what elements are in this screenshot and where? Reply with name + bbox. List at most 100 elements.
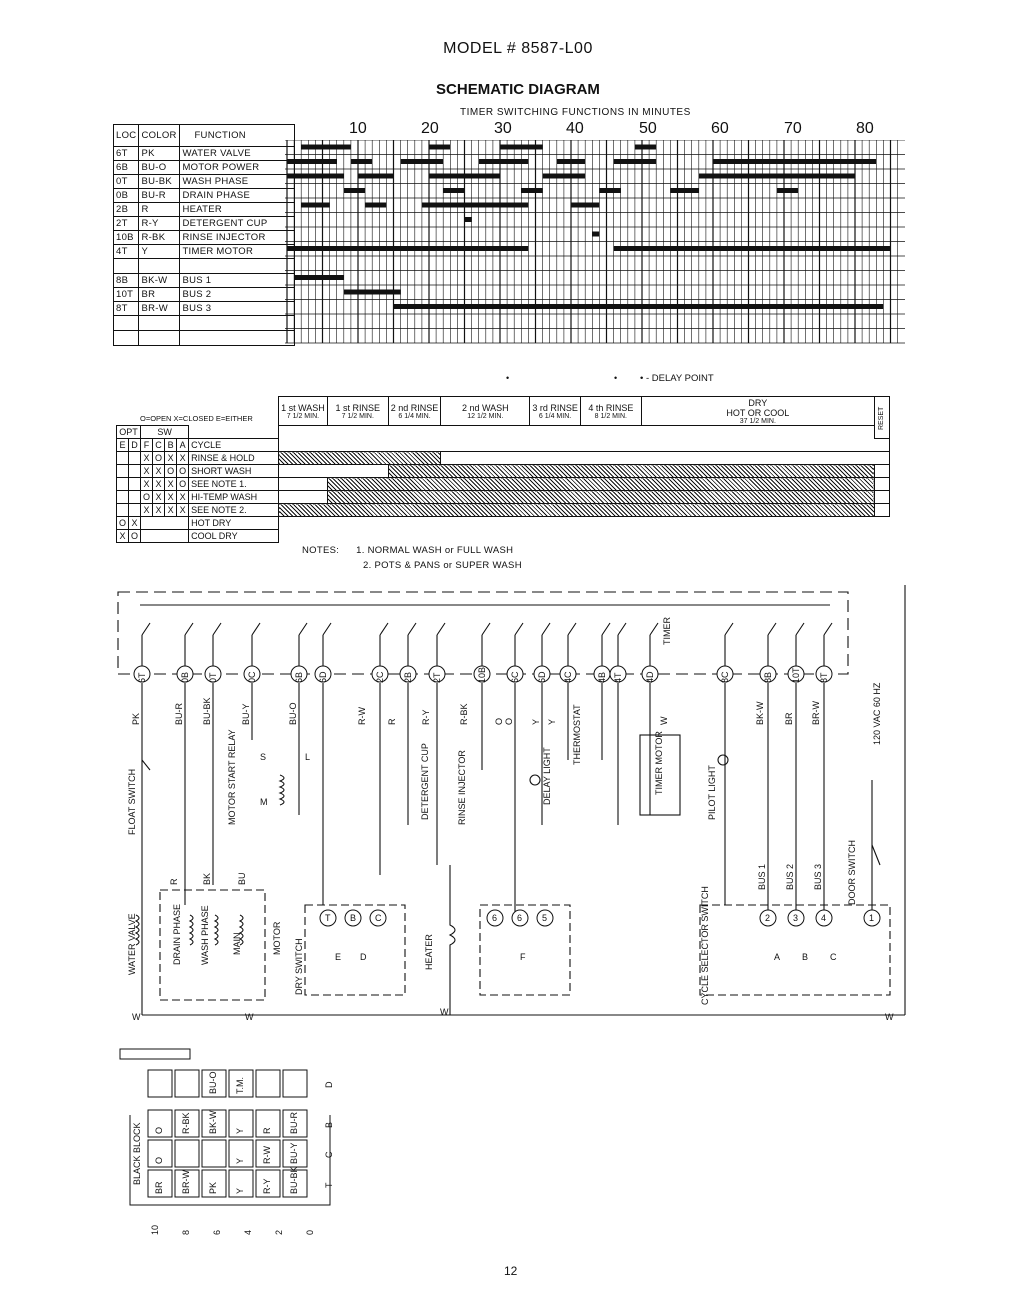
timer-label-label: TIMER [662, 617, 672, 645]
neutral-label: W [440, 1007, 449, 1017]
block-cell [201, 1069, 227, 1098]
block-row-letter: C [324, 1151, 334, 1158]
switch-closed-bar [521, 188, 543, 193]
block-row-letter: D [324, 1081, 334, 1088]
wire-label: W [659, 716, 669, 725]
block-cell-label: R-W [262, 1146, 272, 1164]
relay-letter: M [260, 797, 268, 807]
block-cell [255, 1139, 281, 1168]
delay-point-dot: • [614, 373, 618, 383]
dry-switch-terminal [344, 909, 362, 927]
block-cell-label: BU-R [289, 1112, 299, 1134]
neutral-label: W [885, 1012, 894, 1022]
timer-contact [184, 622, 194, 636]
timer-subtitle: TIMER SWITCHING FUNCTIONS IN MINUTES [460, 107, 691, 118]
bus-3-label: BUS 3 [813, 864, 823, 890]
switch-closed-bar [365, 202, 387, 208]
dry-switch-terminal [319, 909, 337, 927]
switch-closed-bar [478, 159, 529, 164]
block-row-letter: B [324, 1122, 334, 1128]
thermo-terminal [486, 909, 504, 927]
switch-closed-bar [287, 159, 337, 164]
terminal-label: 2C [375, 671, 385, 683]
sw-header: SW [140, 425, 190, 439]
wire-label: BU-Y [241, 703, 251, 725]
switch-closed-bar [429, 173, 500, 179]
thermo-terminal-label: 6 [517, 913, 522, 923]
block-cell-label: R-Y [262, 1179, 272, 1195]
float-switch-label: FLOAT SWITCH [127, 769, 137, 835]
delay-point-dot: • [506, 373, 510, 383]
bus-terminal-label: 3 [793, 913, 798, 923]
terminal-label: 0T [208, 672, 218, 683]
delay-point-legend: • - DELAY POINT [640, 373, 714, 384]
timer-contact [567, 622, 577, 636]
timer-chart [285, 140, 905, 344]
relay-letter: L [305, 752, 310, 762]
block-col-number: 8 [181, 1230, 191, 1235]
block-cell [147, 1109, 173, 1138]
drain-phase-label: DRAIN PHASE [172, 904, 182, 965]
switch-closed-bar [500, 144, 543, 150]
switch-closed-bar [613, 159, 657, 164]
block-cell [174, 1139, 200, 1168]
block-row-letter: T [324, 1182, 334, 1188]
switch-closed-bar [350, 159, 373, 164]
switch-closed-bar [343, 289, 401, 295]
neutral-label: W [132, 1012, 141, 1022]
timer-contact [141, 622, 151, 636]
switch-closed-bar [358, 173, 394, 179]
timer-contact [795, 622, 805, 636]
wire-label: BU-R [174, 703, 184, 725]
timer-contact [436, 622, 446, 636]
main-label: MAIN [232, 933, 242, 956]
switch-closed-bar [670, 188, 699, 193]
block-col-number: 2 [274, 1230, 284, 1235]
switch-closed-bar [713, 159, 877, 164]
terminal-label: 8B [763, 672, 773, 683]
detergent-cup-label: DETERGENT CUP [420, 743, 430, 820]
block-cell-label: BK-W [208, 1110, 218, 1134]
header-color: COLOR [138, 124, 181, 147]
timer-tick: 30 [494, 120, 512, 137]
block-cell [282, 1069, 308, 1098]
relay-letter: S [260, 752, 266, 762]
wire-label: R-Y [421, 710, 431, 726]
wire-label: BR [784, 712, 794, 725]
terminal-label: 4D [645, 671, 655, 683]
timer-contact [767, 622, 777, 636]
terminal-label: 6C [510, 671, 520, 683]
notes: NOTES: 1. NORMAL WASH or FULL WASH 2. PO… [302, 543, 522, 573]
switch-closed-bar [571, 202, 600, 208]
timer-contact [379, 622, 389, 636]
timer-contact [601, 622, 611, 636]
block-col-number: 4 [243, 1230, 253, 1235]
timer-contact [541, 622, 551, 636]
terminal-label: 2T [432, 672, 442, 683]
timer-contact [481, 622, 491, 636]
selector-letter: A [774, 952, 780, 962]
dry-switch-terminal-label: C [375, 913, 382, 923]
thermo-terminal [536, 909, 554, 927]
block-cell-label: Y [235, 1188, 245, 1194]
block-cell [201, 1109, 227, 1138]
thermo-terminal-label: 5 [542, 913, 547, 923]
block-cell [228, 1069, 254, 1098]
cycle-selector-switch-label: CYCLE SELECTOR SWITCH [700, 886, 710, 1005]
dry-switch-terminal-label: B [350, 913, 356, 923]
wire-label: BU-O [288, 703, 298, 726]
block-cell-label: Y [235, 1128, 245, 1134]
